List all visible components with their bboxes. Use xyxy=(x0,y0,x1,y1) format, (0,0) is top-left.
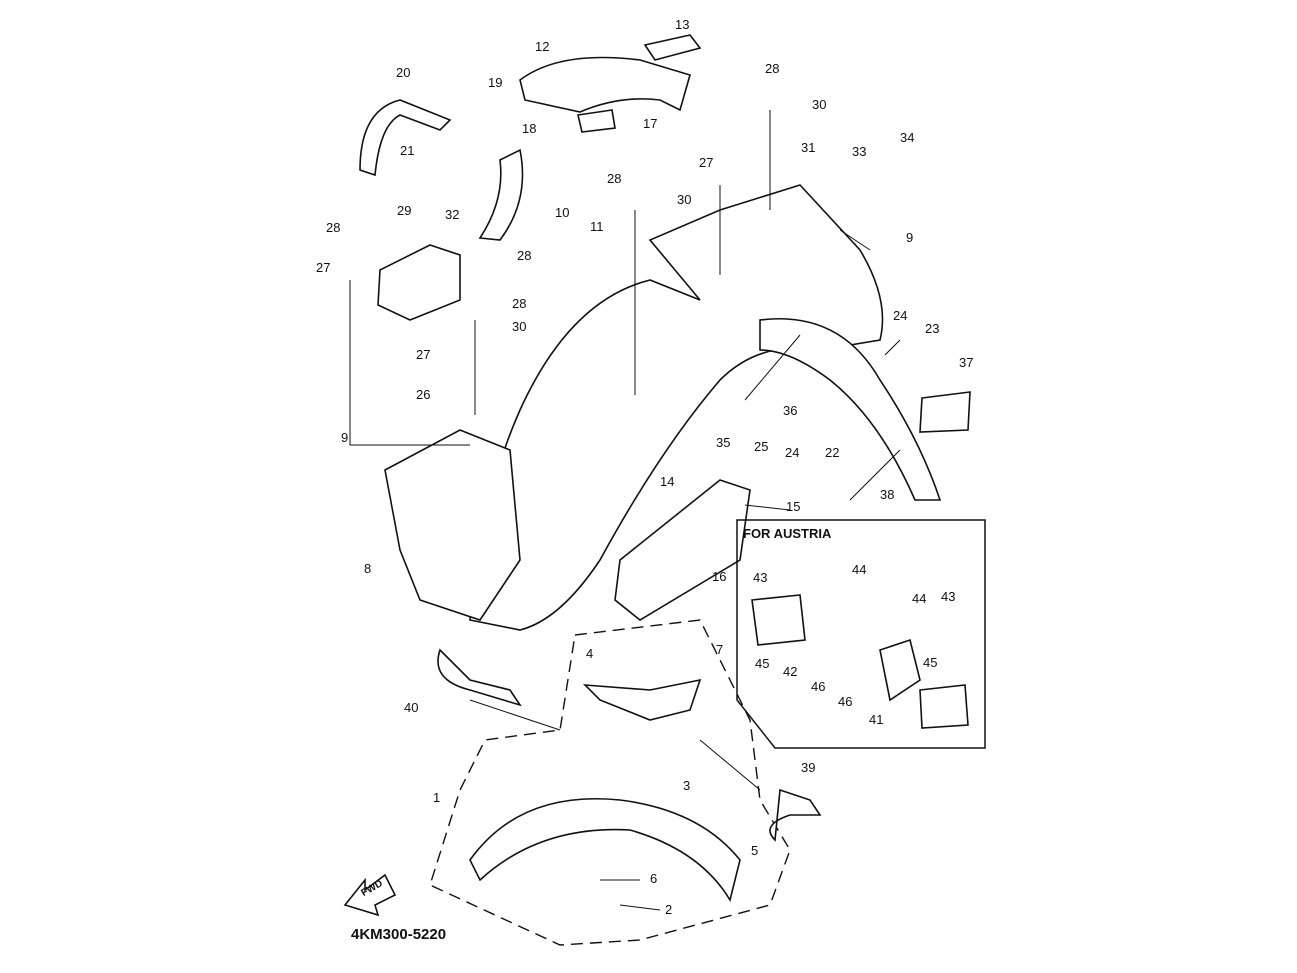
forward-arrow-icon xyxy=(343,873,397,917)
callout: 16 xyxy=(712,569,727,584)
callout: 19 xyxy=(488,75,503,90)
callout: 30 xyxy=(677,192,692,207)
callout: 37 xyxy=(959,355,974,370)
callout: 41 xyxy=(869,712,884,727)
callout: 7 xyxy=(716,642,724,657)
callout: 21 xyxy=(400,143,415,158)
callout: 22 xyxy=(825,445,840,460)
callout: 39 xyxy=(801,760,816,775)
part-stay-4 xyxy=(582,678,702,721)
callout: 10 xyxy=(555,205,570,220)
part-battery-box xyxy=(384,429,521,621)
callout: 11 xyxy=(590,219,604,234)
callout: 34 xyxy=(900,130,915,145)
callout: 24 xyxy=(785,445,800,460)
part-tape-13 xyxy=(643,34,702,61)
callout: 8 xyxy=(364,561,372,576)
callout: 44 xyxy=(852,562,867,577)
part-grab-bar xyxy=(359,99,452,177)
callout: 33 xyxy=(852,144,867,159)
part-stay-39 xyxy=(769,788,822,842)
callout: 26 xyxy=(416,387,431,402)
callout: 25 xyxy=(754,439,769,454)
callout: 5 xyxy=(751,843,759,858)
callout: 24 xyxy=(893,308,908,323)
callout: 9 xyxy=(906,230,914,245)
callout: 20 xyxy=(396,65,411,80)
callout: 17 xyxy=(643,116,658,131)
callout: 43 xyxy=(941,589,956,604)
part-plate-45 xyxy=(751,594,806,646)
callout: 15 xyxy=(786,499,801,514)
part-reflector-37 xyxy=(919,391,971,433)
callout: 6 xyxy=(650,871,658,886)
callout: 46 xyxy=(838,694,853,709)
diagram-code: 4KM300-5220 xyxy=(351,926,447,943)
callout: 32 xyxy=(445,207,460,222)
part-box-32 xyxy=(377,244,461,321)
callout: 3 xyxy=(683,778,691,793)
part-front-fender xyxy=(469,797,741,903)
leader-lines xyxy=(349,110,901,911)
callout: 27 xyxy=(699,155,714,170)
part-seat-cover xyxy=(519,56,691,113)
callout: 28 xyxy=(512,296,527,311)
callout: 45 xyxy=(755,656,770,671)
callout: 13 xyxy=(675,17,690,32)
callout: 28 xyxy=(607,171,622,186)
part-tape-17 xyxy=(577,109,616,133)
callout: 27 xyxy=(416,347,431,362)
callout: 2 xyxy=(665,902,673,917)
callout: 28 xyxy=(517,248,532,263)
callout: 46 xyxy=(811,679,826,694)
part-reflector-45 xyxy=(919,684,969,729)
callout: 42 xyxy=(783,664,798,679)
part-plate-14 xyxy=(614,479,751,621)
callout: 35 xyxy=(716,435,731,450)
callout: 12 xyxy=(535,39,550,54)
callout: 30 xyxy=(812,97,827,112)
callout: 9 xyxy=(341,430,349,445)
inset-title: FOR AUSTRIA xyxy=(743,526,832,541)
callout: 18 xyxy=(522,121,537,136)
callout: 14 xyxy=(660,474,675,489)
callout: 27 xyxy=(316,260,331,275)
callout: 1 xyxy=(433,790,441,805)
callout: 28 xyxy=(765,61,780,76)
part-rear-fender-main xyxy=(469,184,884,631)
inset-box-outline xyxy=(736,519,986,749)
callout: 43 xyxy=(753,570,768,585)
callout: 29 xyxy=(397,203,412,218)
part-bracket-18 xyxy=(478,148,524,241)
part-stay-40 xyxy=(437,648,522,707)
callout: 36 xyxy=(783,403,798,418)
callout: 31 xyxy=(801,140,816,155)
callout: 4 xyxy=(586,646,594,661)
callout: 45 xyxy=(923,655,938,670)
callout: 30 xyxy=(512,319,527,334)
callout: 38 xyxy=(880,487,895,502)
callout: 23 xyxy=(925,321,940,336)
part-bracket-41 xyxy=(879,638,921,702)
callout: 44 xyxy=(912,591,927,606)
callout: 28 xyxy=(326,220,341,235)
front-fender-group-outline xyxy=(429,619,791,946)
callout: 40 xyxy=(404,700,419,715)
